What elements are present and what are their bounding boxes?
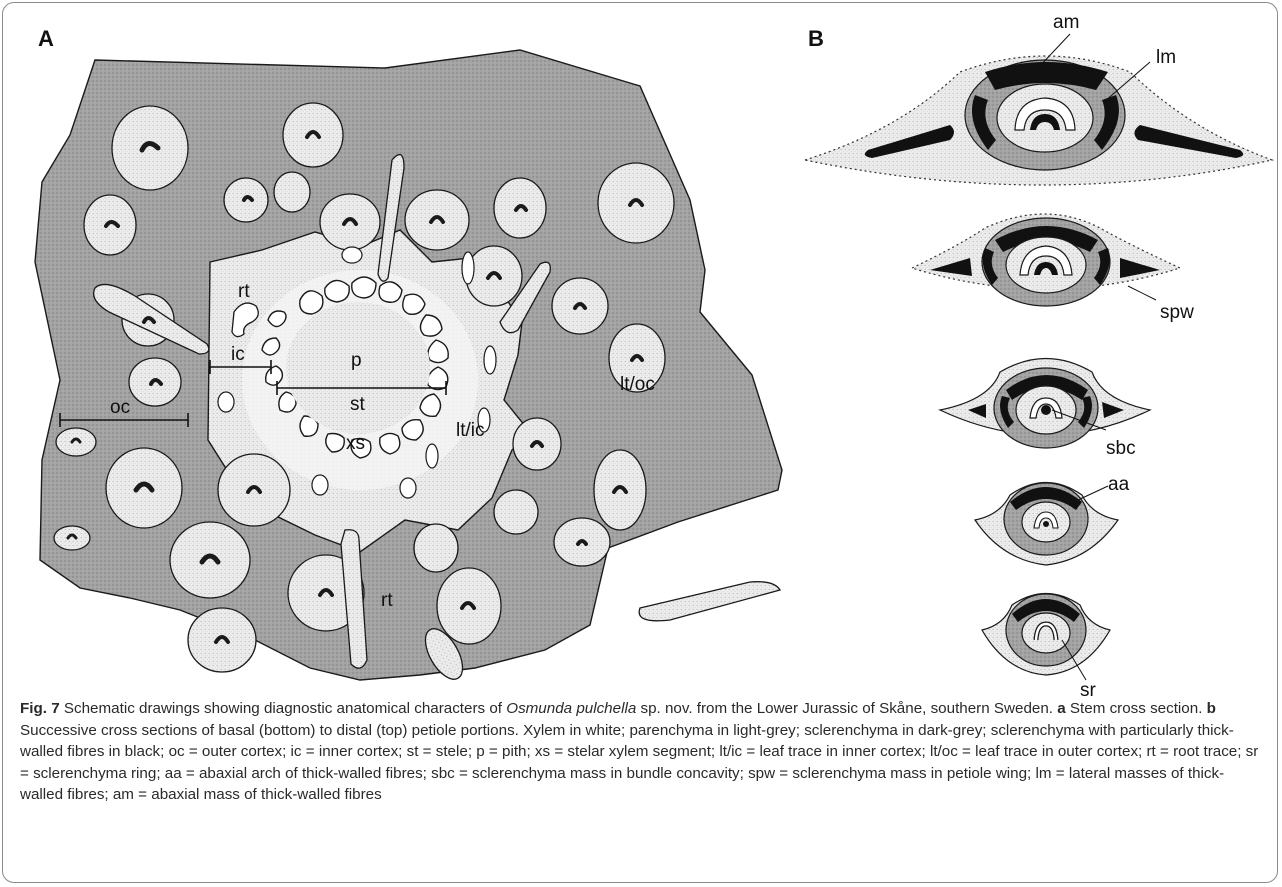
label-lt-ic: lt/ic [456, 420, 485, 441]
caption-b-label: b [1207, 700, 1216, 717]
label-rt-lower: rt [381, 590, 393, 611]
label-oc: oc [110, 397, 130, 418]
caption-b-text: Successive cross sections of basal (bott… [20, 722, 1258, 804]
panel-b-letter: B [808, 26, 824, 51]
label-p: p [351, 350, 362, 371]
figure-caption: Fig. 7 Schematic drawings showing diagno… [20, 698, 1260, 806]
label-aa: aa [1108, 474, 1130, 495]
label-sr: sr [1080, 680, 1097, 700]
label-lt-oc: lt/oc [620, 374, 655, 395]
caption-text-2: sp. nov. from the Lower Jurassic of Skån… [636, 700, 1057, 717]
label-rt-upper: rt [238, 281, 250, 302]
label-lm: lm [1156, 47, 1176, 68]
label-sbc: sbc [1106, 438, 1136, 459]
label-am: am [1053, 12, 1079, 33]
caption-fig-label: Fig. 7 [20, 700, 60, 717]
petiole-section-1 [805, 56, 1272, 185]
caption-species: Osmunda pulchella [506, 700, 636, 717]
label-ic: ic [231, 344, 245, 365]
figure-drawings: A [0, 0, 1282, 700]
label-xs: xs [346, 433, 365, 454]
petiole-section-4 [975, 483, 1118, 566]
caption-text-1: Schematic drawings showing diagnostic an… [60, 700, 507, 717]
petiole-section-5 [982, 594, 1110, 676]
label-spw: spw [1160, 302, 1194, 323]
caption-a-label: a [1057, 700, 1065, 717]
label-st: st [350, 394, 366, 415]
petiole-section-3 [940, 359, 1150, 449]
caption-a-text: Stem cross section. [1066, 700, 1207, 717]
panel-a-letter: A [38, 26, 54, 51]
